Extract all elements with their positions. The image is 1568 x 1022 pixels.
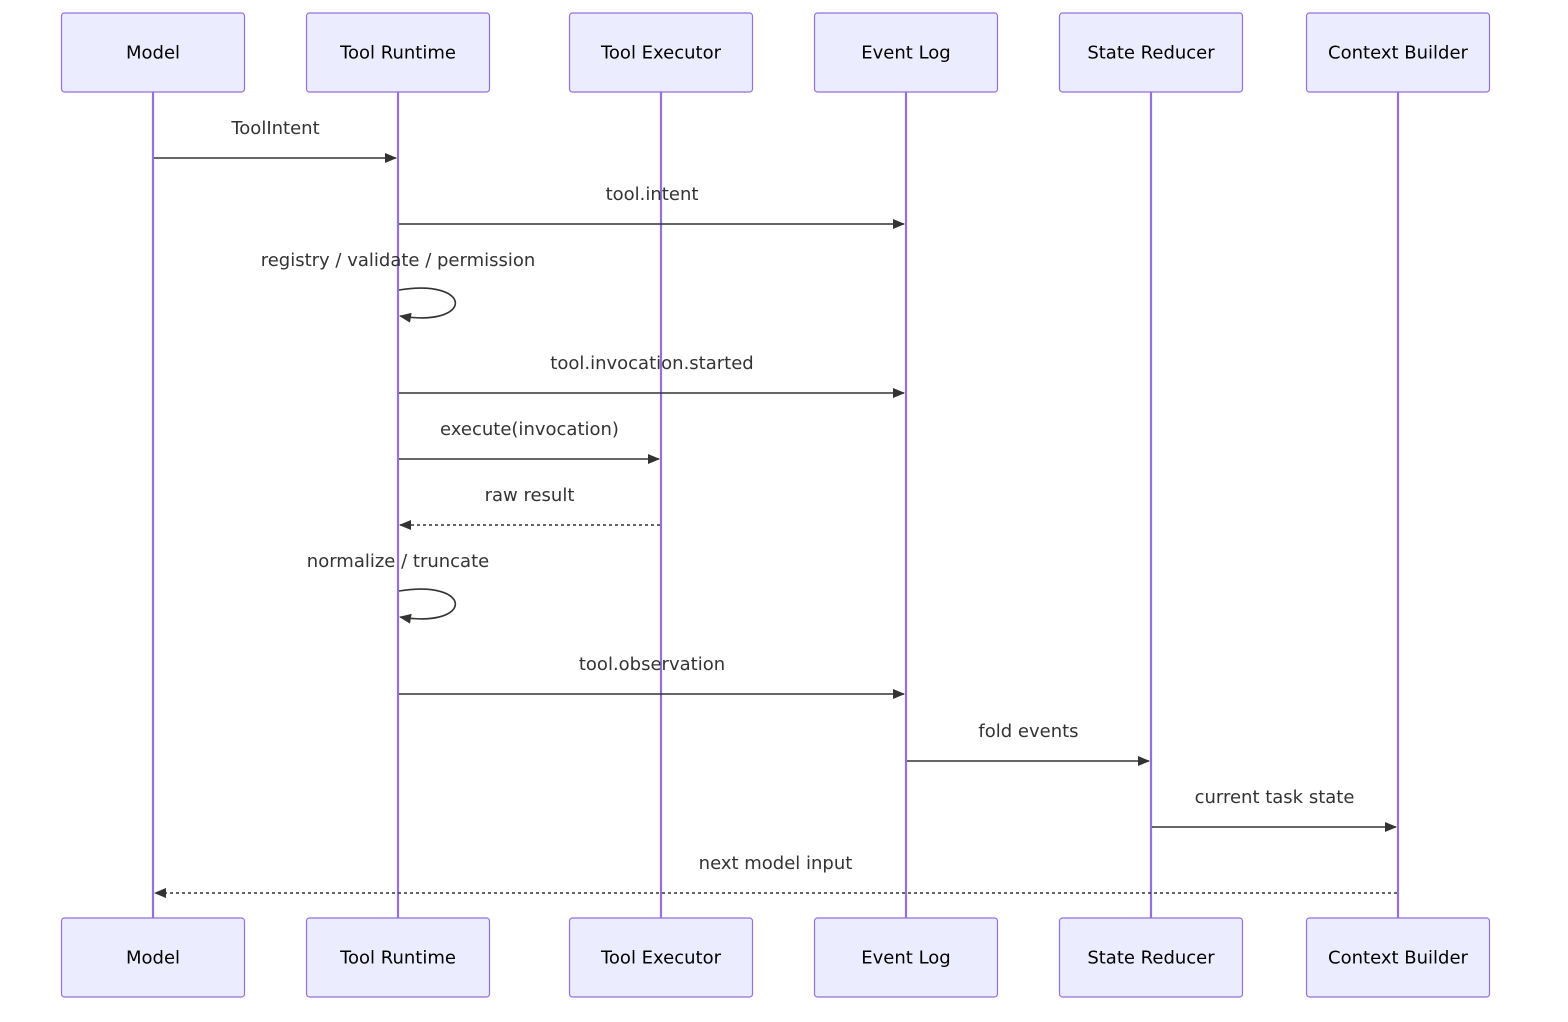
actor-event-log-bottom: Event Log — [813, 917, 999, 998]
messages: ToolIntent tool.intent registry / validate… — [154, 118, 1397, 898]
message-2: tool.intent — [399, 184, 905, 229]
message-label: execute(invocation) — [440, 419, 619, 440]
self-message-arrow — [398, 588, 456, 624]
actor-state-reducer-top: State Reducer — [1058, 12, 1244, 93]
actor-label: Tool Runtime — [339, 43, 456, 64]
actor-context-builder-bottom: Context Builder — [1305, 917, 1491, 998]
actor-label: Model — [126, 43, 180, 64]
actor-label: State Reducer — [1087, 43, 1215, 64]
actor-box — [1305, 12, 1491, 93]
actor-label: State Reducer — [1087, 948, 1215, 969]
message-label: tool.invocation.started — [550, 353, 753, 374]
actor-box — [1305, 917, 1491, 998]
actor-state-reducer-bottom: State Reducer — [1058, 917, 1244, 998]
actor-tool-executor-top: Tool Executor — [568, 12, 754, 93]
actor-tool-executor-bottom: Tool Executor — [568, 917, 754, 998]
actor-box — [568, 12, 754, 93]
actor-label: Tool Executor — [600, 43, 722, 64]
actor-box — [1058, 12, 1244, 93]
actor-tool-runtime-top: Tool Runtime — [305, 12, 491, 93]
actor-box — [60, 12, 246, 93]
actor-label: Event Log — [861, 948, 950, 969]
actor-event-log-top: Event Log — [813, 12, 999, 93]
actor-box — [305, 12, 491, 93]
message-7: normalize / truncate — [307, 551, 489, 624]
message-label: tool.observation — [579, 654, 725, 675]
actors-top: Model Tool Runtime Tool Executor Event Log S… — [60, 12, 1491, 93]
actor-box — [305, 917, 491, 998]
actors-bottom: Model Tool Runtime Tool Executor Event Log S… — [60, 917, 1491, 998]
message-8: tool.observation — [399, 654, 905, 699]
actor-tool-runtime-bottom: Tool Runtime — [305, 917, 491, 998]
self-message-arrow — [398, 287, 456, 323]
message-11: next model input — [154, 853, 1397, 898]
actor-box — [568, 917, 754, 998]
message-4: tool.invocation.started — [399, 353, 905, 398]
actor-box — [60, 917, 246, 998]
message-label: raw result — [485, 485, 575, 506]
message-1: ToolIntent — [154, 118, 397, 163]
actor-label: Model — [126, 948, 180, 969]
actor-label: Tool Runtime — [339, 948, 456, 969]
actor-box — [813, 12, 999, 93]
message-label: registry / validate / permission — [261, 250, 536, 271]
message-5: execute(invocation) — [399, 419, 660, 464]
message-3: registry / validate / permission — [261, 250, 536, 323]
message-label: tool.intent — [606, 184, 699, 205]
message-9: fold events — [907, 721, 1150, 766]
actor-label: Context Builder — [1328, 43, 1468, 64]
message-10: current task state — [1152, 787, 1397, 832]
actor-model-bottom: Model — [60, 917, 246, 998]
message-label: ToolIntent — [230, 118, 319, 139]
lifelines — [151, 92, 1400, 918]
message-label: normalize / truncate — [307, 551, 489, 572]
actor-box — [813, 917, 999, 998]
message-6: raw result — [399, 485, 660, 530]
actor-label: Context Builder — [1328, 948, 1468, 969]
message-label: next model input — [699, 853, 853, 874]
actor-model-top: Model — [60, 12, 246, 93]
actor-context-builder-top: Context Builder — [1305, 12, 1491, 93]
actor-box — [1058, 917, 1244, 998]
message-label: current task state — [1195, 787, 1355, 808]
actor-label: Event Log — [861, 43, 950, 64]
actor-label: Tool Executor — [600, 948, 722, 969]
message-label: fold events — [978, 721, 1078, 742]
